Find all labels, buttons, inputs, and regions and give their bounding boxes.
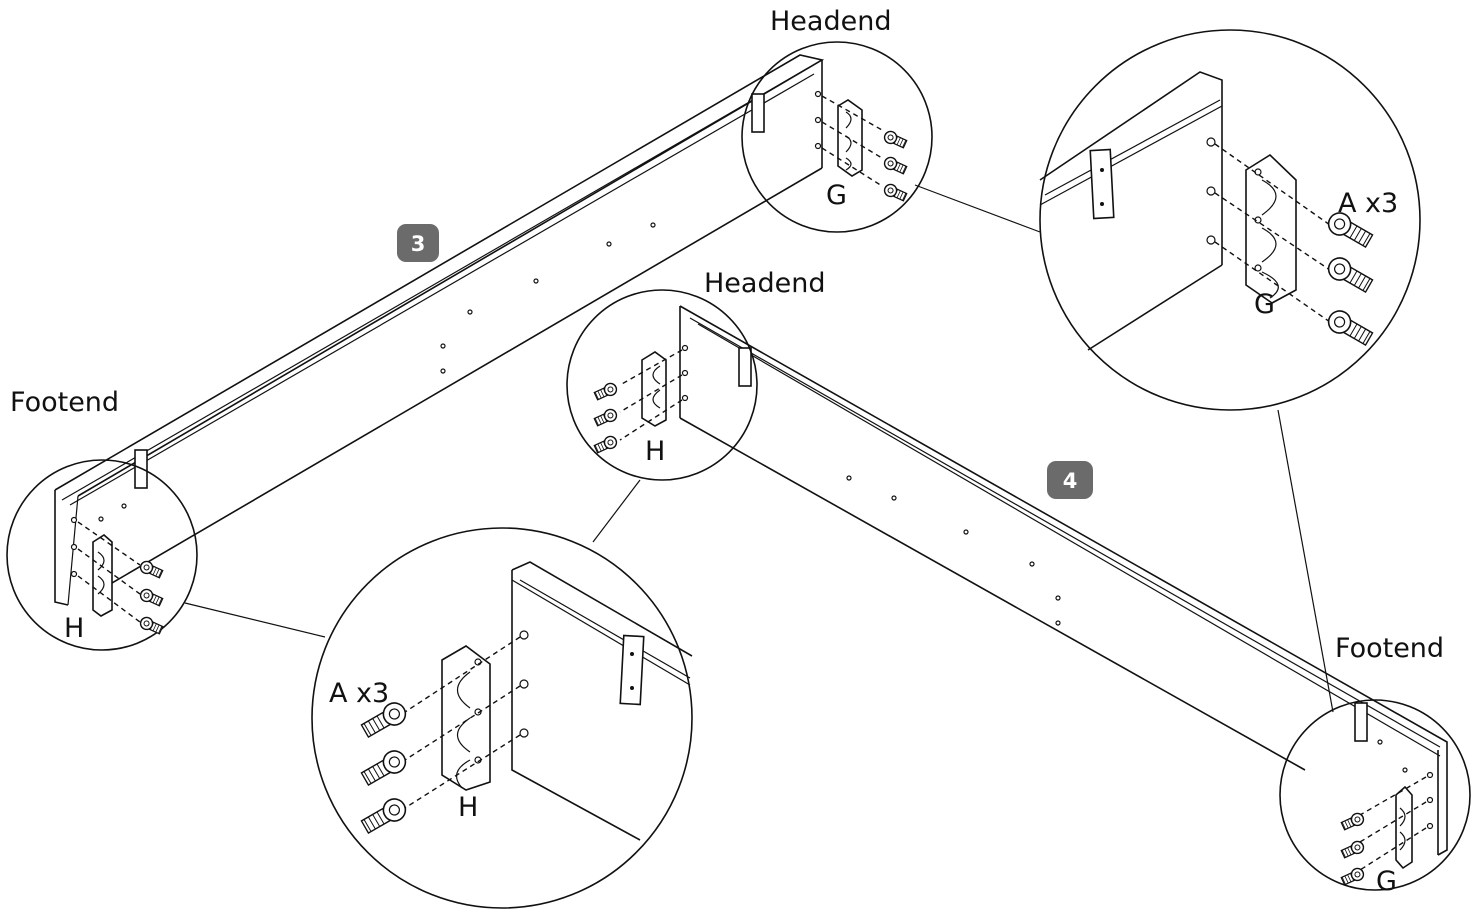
detail-footend-rail4 [1279,699,1471,891]
detail-footend-rail3 [6,459,198,651]
label-qty-left: A x3 [329,678,389,709]
side-rail-3 [54,54,825,606]
detail-headend-rail4 [566,289,758,481]
leader-lines [184,184,1334,713]
detail-zoom-g [1039,29,1421,411]
label-h-zoom: H [458,792,478,823]
side-rail-4 [679,305,1448,856]
label-footend-right: Footend [1335,633,1444,664]
label-headend-top: Headend [770,6,891,37]
label-qty-right: A x3 [1338,188,1398,219]
label-footend-left: Footend [10,387,119,418]
step-number-4: 4 [1063,469,1078,493]
label-g-top: G [826,180,847,211]
detail-zoom-h [311,527,693,909]
label-h-mid: H [645,436,665,467]
label-g-zoom: G [1254,289,1275,320]
label-headend-mid: Headend [704,268,825,299]
label-g-right: G [1376,866,1397,897]
label-h-left: H [64,613,84,644]
step-badge-4: 4 [1047,461,1093,499]
step-badge-3: 3 [397,224,439,262]
detail-headend-rail3 [741,41,933,233]
step-number-3: 3 [411,232,426,256]
